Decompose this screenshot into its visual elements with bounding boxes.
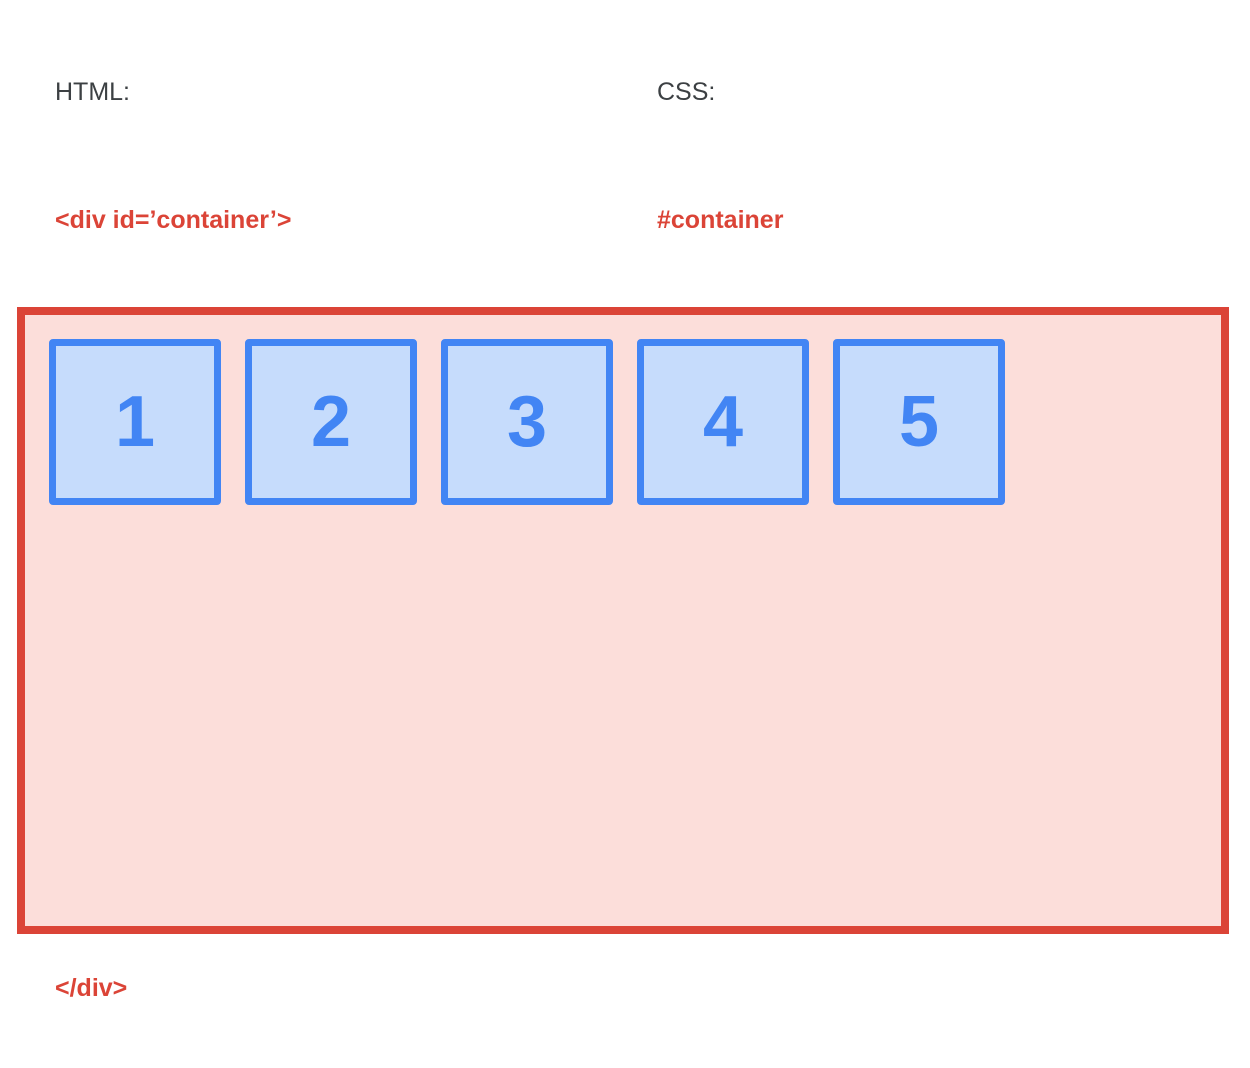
flex-item-label-1: 1 xyxy=(114,382,156,462)
flex-item-label-4: 4 xyxy=(702,382,744,462)
html-open-tag: <div id=’container’> xyxy=(55,206,292,234)
css-caption: CSS: xyxy=(657,78,716,106)
flex-item-label-3: 3 xyxy=(506,382,548,462)
html-close-tag: </div> xyxy=(55,974,128,1002)
flex-item-5: 5 xyxy=(833,339,1005,505)
flex-item-3: 3 xyxy=(441,339,613,505)
flex-item-2: 2 xyxy=(245,339,417,505)
code-listings: HTML: <div id=’container’> <div>1</div> … xyxy=(0,0,1250,1002)
css-selector: #container xyxy=(657,206,784,234)
flex-item-4: 4 xyxy=(637,339,809,505)
flex-container-demo: 1 2 3 4 5 xyxy=(17,307,1229,934)
flex-item-1: 1 xyxy=(49,339,221,505)
html-caption: HTML: xyxy=(55,78,130,106)
html-open-tag-line: <div id=’container’> xyxy=(55,204,291,236)
html-close-tag-line: </div> xyxy=(55,972,291,1004)
css-selector-line: #container xyxy=(657,204,925,236)
flex-item-label-2: 2 xyxy=(310,382,352,462)
flex-item-label-5: 5 xyxy=(898,382,940,462)
